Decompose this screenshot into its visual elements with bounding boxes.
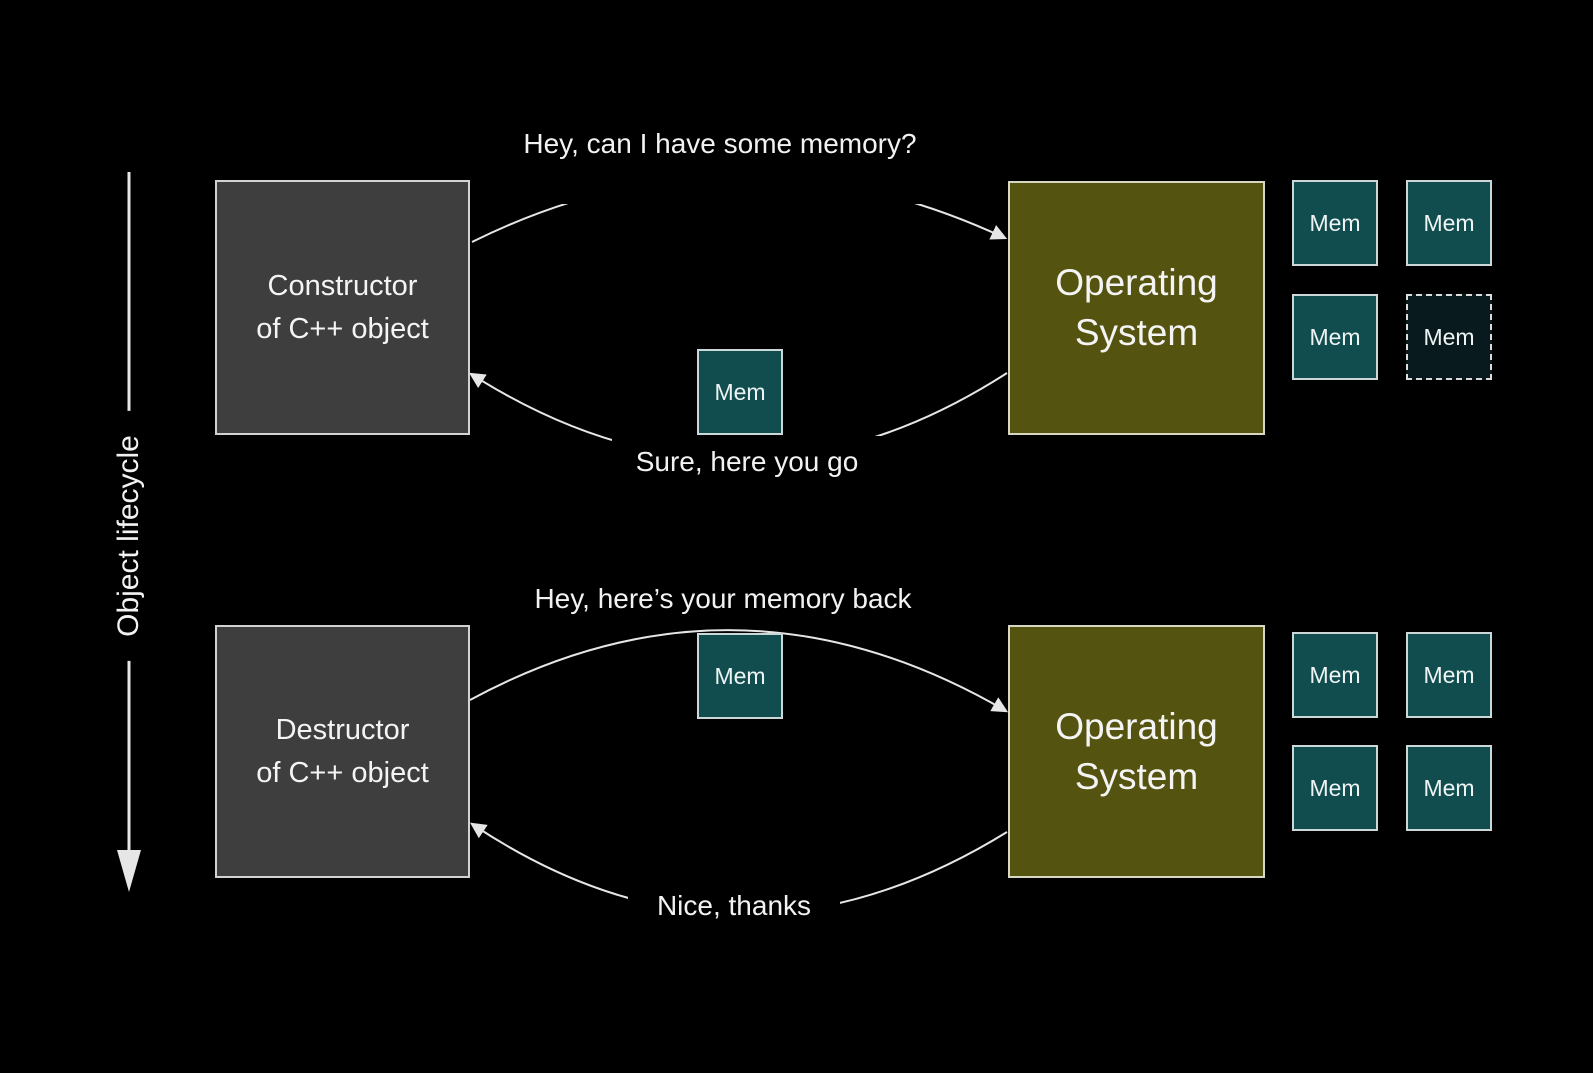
os-pool-chip: Mem <box>1406 745 1492 831</box>
mem-chip-label: Mem <box>1423 774 1475 801</box>
transferred-mem-chip-bottom: Mem <box>697 633 783 719</box>
mem-chip-label: Mem <box>714 662 766 689</box>
lifecycle-axis-arrowhead-icon <box>117 850 141 892</box>
memory-return-arrow <box>469 629 1009 713</box>
os-bottom-label-line1: Operating <box>1055 705 1218 747</box>
os-pool-chip: Mem <box>1292 294 1378 380</box>
os-pool-chip: Mem <box>1292 745 1378 831</box>
os-pool-chip: Mem <box>1292 180 1378 266</box>
os-box-top: Operating System <box>1008 181 1265 435</box>
mem-chip-label: Mem <box>1423 209 1475 236</box>
os-pool-chip: Mem <box>1406 180 1492 266</box>
destructor-label-line1: Destructor <box>275 714 410 747</box>
memory-grant-label: Sure, here you go <box>612 436 882 488</box>
os-top-label-line2: System <box>1074 312 1199 353</box>
destructor-label-line2: of C++ object <box>256 756 429 789</box>
memory-ack-label: Nice, thanks <box>628 878 840 934</box>
os-bottom-label-line2: System <box>1074 755 1199 797</box>
constructor-label-line1: Constructor <box>267 270 418 303</box>
os-pool-chip: Mem <box>1292 632 1378 718</box>
mem-chip-label: Mem <box>1309 661 1361 688</box>
transferred-mem-chip-top: Mem <box>697 349 783 435</box>
os-top-label-line1: Operating <box>1055 262 1218 304</box>
mem-chip-label: Mem <box>1309 209 1361 236</box>
mem-chip-label: Mem <box>1423 661 1475 688</box>
memory-request-label: Hey, can I have some memory? <box>506 120 934 204</box>
os-pool-chip-freed: Mem <box>1406 294 1492 380</box>
constructor-box: Constructor of C++ object <box>215 180 470 435</box>
destructor-box: Destructor of C++ object <box>215 625 470 878</box>
os-box-bottom: Operating System <box>1008 625 1265 878</box>
mem-chip-label: Mem <box>1309 774 1361 801</box>
mem-chip-label: Mem <box>1309 323 1361 350</box>
constructor-label-line2: of C++ object <box>256 312 429 345</box>
mem-chip-label: Mem <box>1423 323 1475 350</box>
lifecycle-axis-label: Object lifecycle <box>96 411 162 661</box>
os-pool-chip: Mem <box>1406 632 1492 718</box>
memory-return-label: Hey, here’s your memory back <box>516 574 930 624</box>
mem-chip-label: Mem <box>714 378 766 405</box>
